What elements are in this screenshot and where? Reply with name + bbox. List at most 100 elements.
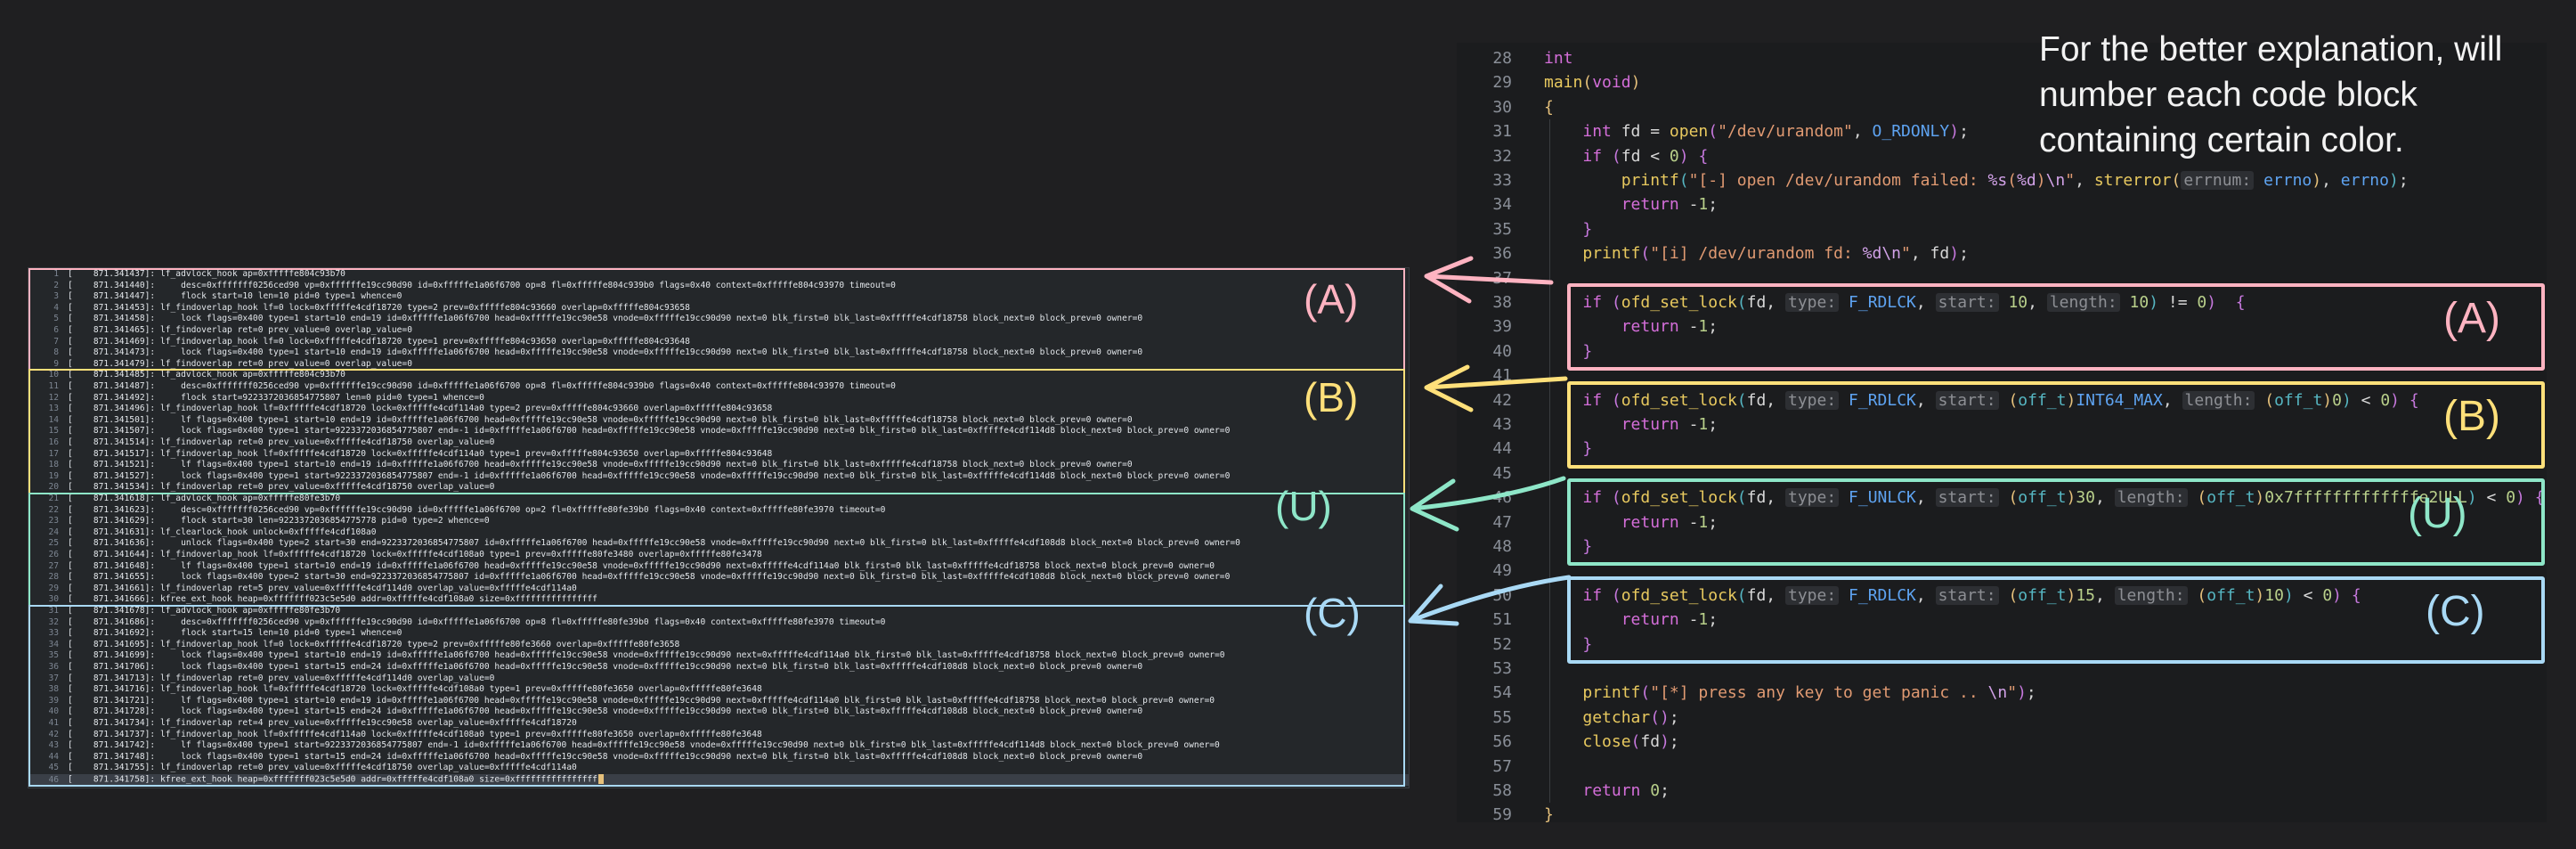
code-line[interactable]: 40 } xyxy=(1457,339,2547,363)
line-number: 52 xyxy=(1492,634,1512,654)
code-line[interactable]: 53 xyxy=(1457,657,2547,681)
log-line-number: 37 xyxy=(48,673,59,683)
log-line-text: [ 871.341644]: lf_findoverlap_hook lf=0x… xyxy=(68,550,762,559)
code-line[interactable]: 32 if (fd < 0) { xyxy=(1457,144,2547,168)
code-line[interactable]: 38 if (ofd_set_lock(fd, type: F_RDLCK, s… xyxy=(1457,290,2547,314)
code-line[interactable]: 55 getchar(); xyxy=(1457,706,2547,730)
code-line[interactable]: 36 printf("[i] /dev/urandom fd: %d\n", f… xyxy=(1457,241,2547,265)
code-text: if (ofd_set_lock(fd, type: F_RDLCK, star… xyxy=(1582,390,2419,410)
log-line-text: [ 871.341469]: lf_findoverlap_hook lf=0 … xyxy=(68,336,690,347)
log-line-number: 8 xyxy=(53,347,59,358)
log-line: 15[ 871.341507]: lock flags=0x400 type=1… xyxy=(28,426,1409,437)
line-number: 48 xyxy=(1492,537,1512,556)
log-line-number: 32 xyxy=(48,616,59,627)
log-line-number: 14 xyxy=(48,414,59,425)
log-line-text: [ 871.341492]: flock start=9223372036854… xyxy=(68,392,484,403)
code-line[interactable]: 50 if (ofd_set_lock(fd, type: F_RDLCK, s… xyxy=(1457,584,2547,608)
log-line: 27[ 871.341648]: lf flags=0x400 type=1 s… xyxy=(28,561,1409,573)
code-line[interactable]: 43 return -1; xyxy=(1457,412,2547,437)
log-line: 38[ 871.341716]: lf_findoverlap_hook lf=… xyxy=(28,684,1409,696)
log-line-text: [ 871.341465]: lf_findoverlap ret=0 prev… xyxy=(68,325,412,335)
code-text: int fd = open("/dev/urandom", O_RDONLY); xyxy=(1582,122,1969,142)
code-line[interactable]: 34 return -1; xyxy=(1457,192,2547,216)
code-line[interactable]: 59} xyxy=(1457,803,2547,827)
code-line[interactable]: 35 } xyxy=(1457,217,2547,241)
log-line: 9[ 871.341479]: lf_findoverlap ret=0 pre… xyxy=(28,359,1409,371)
code-line[interactable]: 33 printf("[-] open /dev/urandom failed:… xyxy=(1457,168,2547,192)
code-line[interactable]: 57 xyxy=(1457,755,2547,779)
log-line-number: 18 xyxy=(48,460,59,470)
kernel-log-panel[interactable]: 1[ 871.341437]: lf_advlock_hook ap=0xfff… xyxy=(28,267,1410,788)
code-line[interactable]: 44 } xyxy=(1457,437,2547,461)
code-line[interactable]: 46 if (ofd_set_lock(fd, type: F_UNLCK, s… xyxy=(1457,486,2547,510)
log-line: 35[ 871.341699]: lock flags=0x400 type=1… xyxy=(28,650,1409,662)
line-number: 56 xyxy=(1492,732,1512,752)
log-line-text: [ 871.341517]: lf_findoverlap_hook lf=0x… xyxy=(68,448,773,459)
line-number: 34 xyxy=(1492,195,1512,215)
log-line: 44[ 871.341748]: lock flags=0x400 type=1… xyxy=(28,752,1409,763)
log-line-number: 26 xyxy=(48,550,59,559)
log-line-number: 7 xyxy=(53,336,59,347)
log-block-label-a: (A) xyxy=(1304,276,1359,322)
line-number: 57 xyxy=(1492,756,1512,776)
line-number: 28 xyxy=(1492,49,1512,68)
line-number: 33 xyxy=(1492,171,1512,190)
log-line: 37[ 871.341713]: lf_findoverlap ret=0 pr… xyxy=(28,673,1409,685)
log-line: 46[ 871.341758]: kfree_ext_hook heap=0xf… xyxy=(28,774,1409,786)
log-line-text: [ 871.341686]: desc=0xfffffff0256ced90 v… xyxy=(68,616,886,627)
code-line[interactable]: 54 printf("[*] press any key to get pani… xyxy=(1457,681,2547,705)
log-line-text: [ 871.341521]: lf flags=0x400 type=1 sta… xyxy=(68,460,1133,470)
log-line: 6[ 871.341465]: lf_findoverlap ret=0 pre… xyxy=(28,325,1409,337)
log-line-text: [ 871.341507]: lock flags=0x400 type=1 s… xyxy=(68,426,1231,437)
line-number: 53 xyxy=(1492,659,1512,678)
code-line[interactable]: 30{ xyxy=(1457,95,2547,119)
code-line[interactable]: 47 return -1; xyxy=(1457,510,2547,535)
code-block-label-u: (U) xyxy=(2408,490,2467,538)
log-line-number: 34 xyxy=(48,639,59,649)
log-line: 33[ 871.341692]: flock start=15 len=10 p… xyxy=(28,628,1409,640)
log-line-text: [ 871.341527]: lock flags=0x400 type=1 s… xyxy=(68,470,1231,481)
code-text: } xyxy=(1544,805,1554,825)
log-line: 2[ 871.341440]: desc=0xfffffff0256ced90 … xyxy=(28,281,1409,292)
code-line[interactable]: 49 xyxy=(1457,559,2547,583)
code-text: if (ofd_set_lock(fd, type: F_UNLCK, star… xyxy=(1582,488,2545,508)
log-line: 7 [ 871.341469]: lf_findoverlap_hook lf=0… xyxy=(28,337,1409,348)
code-line[interactable]: 52 } xyxy=(1457,633,2547,657)
log-line: 40[ 871.341728]: lock flags=0x400 type=1… xyxy=(28,706,1409,718)
arrow-u-icon xyxy=(1410,476,1566,532)
code-line[interactable]: 58 return 0; xyxy=(1457,779,2547,803)
line-number: 35 xyxy=(1492,219,1512,239)
log-line-number: 29 xyxy=(48,583,59,593)
code-line[interactable]: 45 xyxy=(1457,461,2547,486)
code-text: close(fd); xyxy=(1582,732,1679,752)
code-text: if (fd < 0) { xyxy=(1582,146,1709,166)
log-line-number: 38 xyxy=(48,684,59,695)
explanation-note: For the better explanation, will number … xyxy=(2039,30,2503,159)
log-line-number: 43 xyxy=(48,740,59,751)
code-line[interactable]: 42 if (ofd_set_lock(fd, type: F_RDLCK, s… xyxy=(1457,388,2547,412)
code-line[interactable]: 56 close(fd); xyxy=(1457,730,2547,754)
log-line-text: [ 871.341485]: lf_advlock_hook ap=0xffff… xyxy=(68,370,345,380)
log-line: 4[ 871.341453]: lf_findoverlap_hook lf=0… xyxy=(28,303,1409,314)
log-line-text: [ 871.341501]: lf flags=0x400 type=1 sta… xyxy=(68,414,1133,425)
code-text: } xyxy=(1582,439,1593,459)
log-line: 30[ 871.341666]: kfree_ext_hook heap=0xf… xyxy=(28,594,1409,606)
code-line[interactable]: 31 int fd = open("/dev/urandom", O_RDONL… xyxy=(1457,119,2547,143)
arrow-a-icon xyxy=(1424,256,1554,304)
log-line: 32 [ 871.341686]: desc=0xfffffff0256ced90… xyxy=(28,617,1409,629)
log-line-text: [ 871.341758]: kfree_ext_hook heap=0xfff… xyxy=(68,774,597,785)
code-line[interactable]: 39 return -1; xyxy=(1457,314,2547,339)
code-block-u xyxy=(1567,478,2545,567)
code-line[interactable]: 48 } xyxy=(1457,535,2547,559)
log-line: 28[ 871.341655]: lock flags=0x400 type=2… xyxy=(28,572,1409,584)
code-line[interactable]: 51 return -1; xyxy=(1457,608,2547,632)
arrow-b-icon xyxy=(1424,364,1568,412)
code-block-label-c: (C) xyxy=(2426,587,2485,635)
log-line-text: [ 871.341748]: lock flags=0x400 type=1 s… xyxy=(68,751,1143,762)
log-line-text: [ 871.341473]: lock flags=0x400 type=1 s… xyxy=(68,347,1143,358)
log-line-number: 33 xyxy=(48,628,59,639)
code-text: return 0; xyxy=(1582,781,1670,800)
